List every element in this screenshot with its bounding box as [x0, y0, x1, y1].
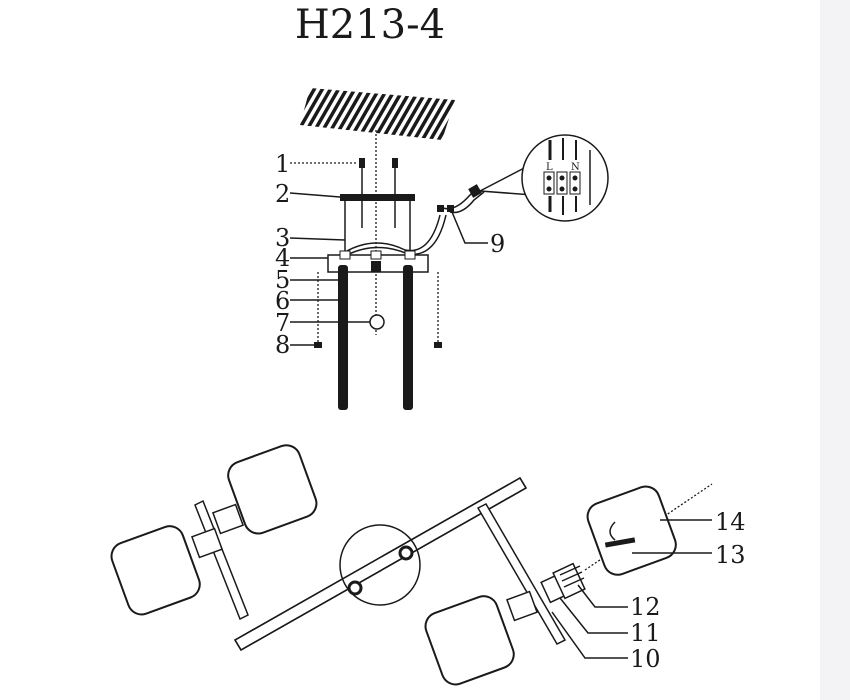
wire-connector: [437, 205, 444, 212]
wire: [344, 214, 441, 253]
label-14: 14: [715, 508, 746, 536]
label-8: 8: [275, 331, 290, 359]
ball-part: [369, 314, 385, 330]
label-5: 5: [275, 266, 290, 294]
terminal-block: [468, 184, 482, 198]
shade: [227, 444, 318, 535]
leader-lines-bottom: [551, 519, 712, 659]
label-7: 7: [275, 309, 290, 337]
leader-lines: [289, 162, 488, 346]
screw-8-left: [314, 342, 322, 348]
model-title: H213-4: [295, 2, 445, 48]
label-11: 11: [630, 619, 661, 647]
label-1: 1: [275, 150, 290, 178]
rod-right: [403, 265, 413, 410]
bulb: [609, 521, 616, 541]
lamp-socket: [552, 562, 586, 600]
shade: [424, 595, 515, 686]
mounting-screws: [359, 158, 398, 228]
label-12: 12: [630, 593, 661, 621]
page-edge-shadow: [820, 0, 850, 700]
terminal-detail-bubble: L N: [479, 134, 609, 222]
label-9: 9: [490, 230, 505, 258]
label-3: 3: [275, 224, 290, 252]
live-label: L: [546, 162, 553, 173]
label-10: 10: [630, 645, 661, 673]
shade-exploded: [586, 485, 677, 576]
label-13: 13: [715, 541, 746, 569]
label-2: 2: [275, 180, 290, 208]
screw-8-right: [434, 342, 442, 348]
center-sphere: [339, 524, 421, 606]
label-6: 6: [275, 287, 290, 315]
mounting-bracket: [340, 194, 415, 201]
ceiling-hatch: [300, 88, 455, 140]
neutral-label: N: [571, 162, 580, 173]
label-4: 4: [275, 244, 290, 272]
shade: [110, 525, 201, 616]
shade-ring: [604, 537, 636, 548]
fixture-top-view: [110, 444, 713, 686]
rod-left: [338, 265, 348, 410]
